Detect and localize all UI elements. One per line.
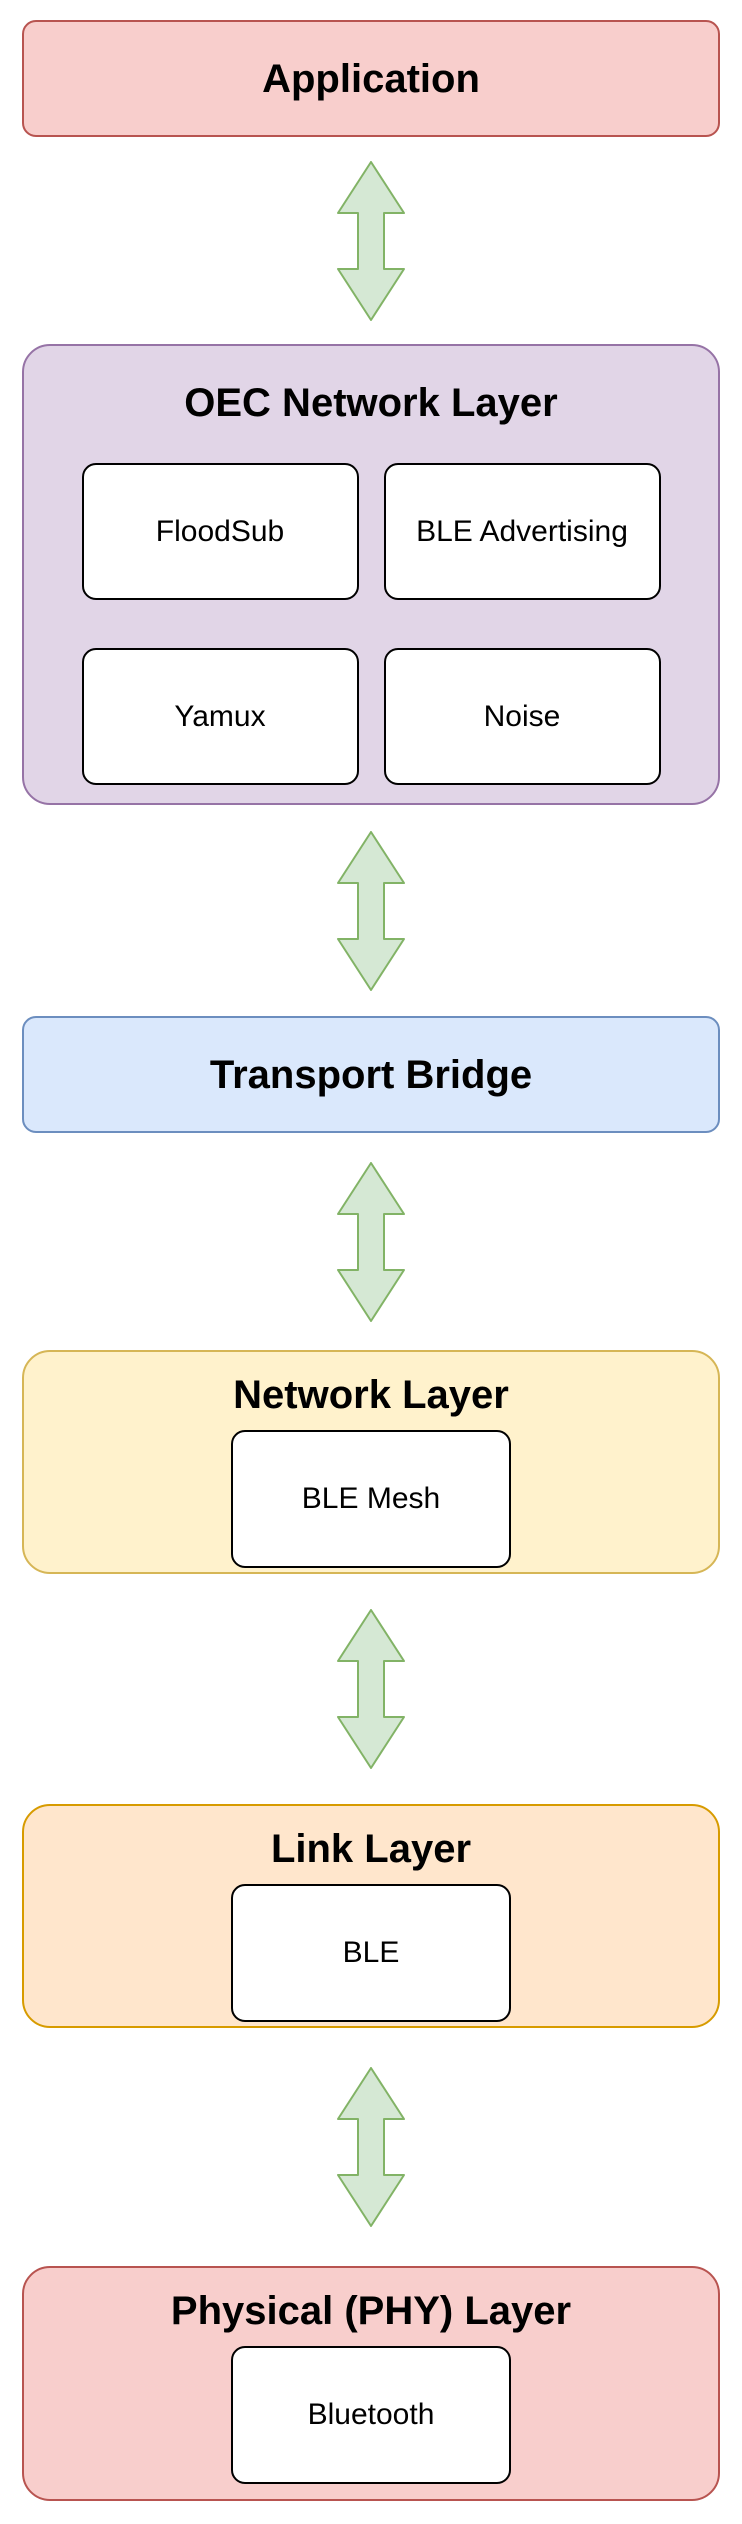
node-bluetooth: Bluetooth: [231, 2346, 511, 2484]
bidirectional-arrow-icon: [337, 160, 405, 321]
layer-network: Network Layer BLE Mesh: [22, 1350, 720, 1574]
layer-transport-bridge-title: Transport Bridge: [209, 1052, 533, 1097]
bidirectional-arrow-icon: [337, 830, 405, 991]
node-noise: Noise: [383, 648, 661, 785]
oec-subcomponents-grid: FloodSub BLE Advertising Yamux Noise: [81, 463, 661, 785]
layer-application-title: Application: [262, 56, 480, 101]
bidirectional-arrow-icon: [337, 1609, 405, 1769]
layer-physical-title: Physical (PHY) Layer: [170, 2289, 572, 2333]
arrow-gap-3: [336, 1133, 406, 1350]
layer-link-title: Link Layer: [270, 1827, 472, 1871]
node-ble-mesh: BLE Mesh: [231, 1430, 511, 1568]
layer-physical: Physical (PHY) Layer Bluetooth: [22, 2266, 720, 2501]
layer-oec-network: OEC Network Layer FloodSub BLE Advertisi…: [22, 344, 720, 805]
arrow-gap-5: [336, 2028, 406, 2266]
bidirectional-arrow-icon: [337, 2067, 405, 2227]
arrow-gap-1: [336, 137, 406, 344]
node-floodsub: FloodSub: [81, 463, 359, 600]
layer-transport-bridge: Transport Bridge: [22, 1016, 720, 1133]
arrow-gap-4: [336, 1574, 406, 1804]
node-ble: BLE: [231, 1884, 511, 2022]
layer-link: Link Layer BLE: [22, 1804, 720, 2028]
node-yamux: Yamux: [81, 648, 359, 785]
layer-oec-network-title: OEC Network Layer: [184, 381, 558, 425]
layer-application: Application: [22, 20, 720, 137]
bidirectional-arrow-icon: [337, 1161, 405, 1322]
arrow-gap-2: [336, 805, 406, 1016]
node-ble-advertising: BLE Advertising: [383, 463, 661, 600]
layer-network-title: Network Layer: [233, 1373, 509, 1417]
